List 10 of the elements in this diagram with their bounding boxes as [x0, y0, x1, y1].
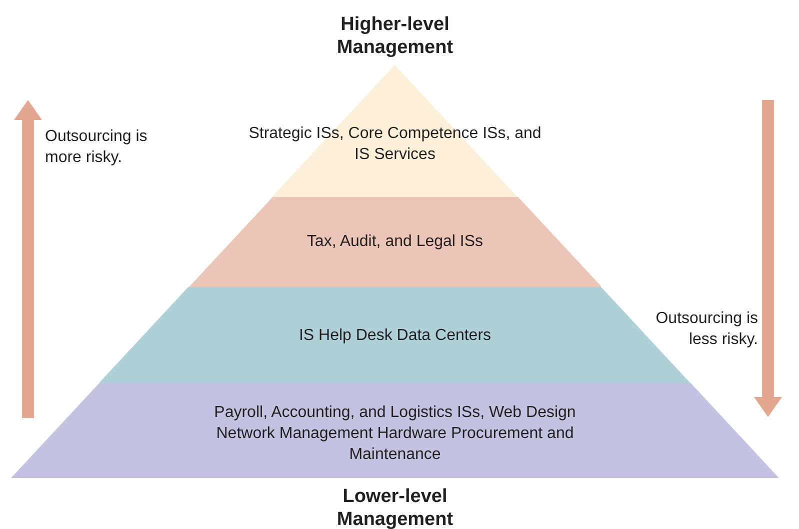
tier-label: Strategic ISs, Core Competence ISs, and IS Services — [248, 124, 542, 165]
level-heading: Higher-level Management — [336, 13, 454, 59]
tier-label: IS Help Desk Data Centers — [298, 326, 492, 346]
tier-label: Tax, Audit, and Legal ISs — [306, 232, 484, 252]
level-heading: Lower-level Management — [336, 485, 454, 529]
arrow-caption: Outsourcing is more risky. — [45, 127, 148, 168]
arrow-caption: Outsourcing is less risky. — [654, 309, 758, 350]
pyramid-tier — [188, 197, 602, 287]
tier-label: Payroll, Accounting, and Logistics ISs, Web Design Network Management Hardware Procurement and Maintenance — [213, 403, 577, 465]
pyramid-tier — [11, 383, 779, 478]
